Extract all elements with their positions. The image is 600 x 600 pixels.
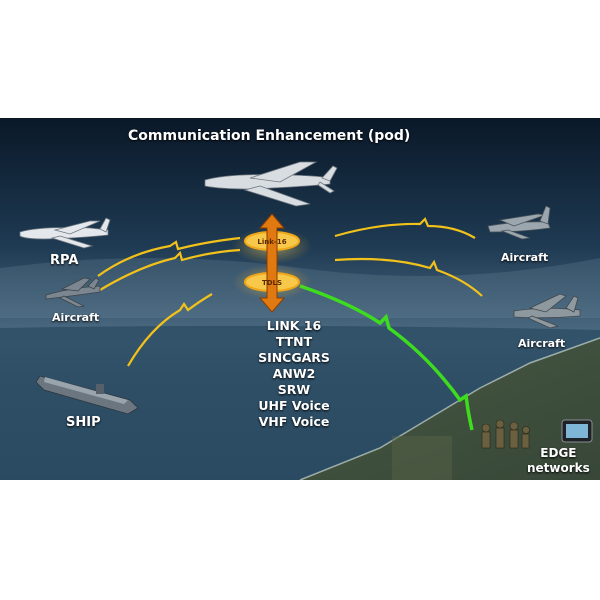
attack-aircraft-icon <box>513 293 581 329</box>
link-aircraft-right-top <box>334 217 476 239</box>
pod-hub: Link-16 TDLS <box>232 213 312 313</box>
diagram-title: Communication Enhancement (pod) <box>128 128 411 144</box>
coast-edge <box>299 337 600 480</box>
drone-pod-icon <box>204 161 338 207</box>
link-rpa <box>97 236 241 277</box>
label-rpa: RPA <box>50 253 79 268</box>
protocol-item: ANW2 <box>272 366 316 381</box>
label-aircraft-right-bottom: Aircraft <box>518 337 566 350</box>
label-ship: SHIP <box>66 415 101 430</box>
protocol-item: LINK 16 <box>266 318 322 333</box>
fighter-aircraft-icon <box>45 277 101 308</box>
link-aircraft-right-bottom <box>334 257 483 297</box>
protocol-list: LINK 16 TTNT SINCGARS ANW2 SRW UHF Voice… <box>0 318 600 430</box>
link-ship <box>127 293 213 367</box>
label-edge-line2: networks <box>527 461 590 475</box>
label-aircraft-left: Aircraft <box>52 311 100 324</box>
protocol-item: SRW <box>277 382 311 397</box>
label-edge-networks: EDGE networks <box>527 446 590 476</box>
link-aircraft-left <box>99 248 241 291</box>
protocol-item: SINCGARS <box>258 350 330 365</box>
link-edge <box>299 284 474 431</box>
rpa-icon <box>19 217 111 249</box>
transport-aircraft-icon <box>487 205 551 240</box>
edge-device-icon <box>561 419 593 443</box>
label-aircraft-right-top: Aircraft <box>501 251 549 264</box>
label-edge-line1: EDGE <box>540 446 577 460</box>
diagram-scene: Link-16 TDLS <box>0 118 600 480</box>
protocol-item: UHF Voice <box>258 398 330 413</box>
ship-icon <box>35 375 139 415</box>
ring-label-top: Link-16 <box>257 238 286 246</box>
protocol-item: TTNT <box>275 334 313 349</box>
ring-label-bottom: TDLS <box>262 279 282 287</box>
double-arrow <box>258 213 286 313</box>
land-patch <box>392 436 452 480</box>
protocol-item: VHF Voice <box>258 414 330 429</box>
soldiers-icon <box>481 419 530 449</box>
yellow-links <box>97 217 483 367</box>
